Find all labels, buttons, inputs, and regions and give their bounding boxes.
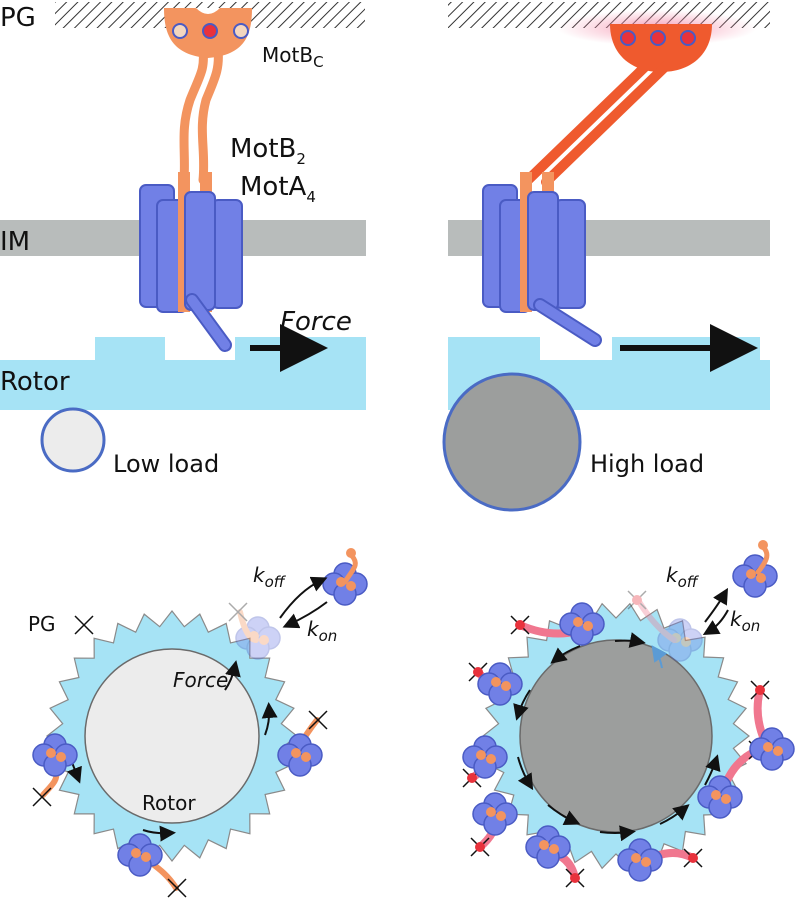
mota-cylinder-4 [184, 191, 216, 311]
motb-linker-left-2 [197, 45, 223, 185]
bound-stator-right-4 [472, 792, 518, 836]
motbc-bead-left-3 [233, 23, 249, 39]
pg-label-bottom: PG [28, 612, 56, 636]
motbc-bead-right-1 [620, 30, 636, 46]
im-label: IM [0, 227, 30, 257]
bound-stator-left-1 [32, 733, 78, 807]
mota-cylinder-2 [211, 199, 243, 309]
motb-linker-right-1 [523, 57, 655, 185]
motbc-bead-left-2 [202, 23, 218, 39]
motbc-bead-right-2 [650, 30, 666, 46]
rotor-label-bottom: Rotor [142, 791, 196, 815]
force-label-bottom: Force [173, 668, 228, 692]
low-load-circle [40, 407, 106, 473]
mota4-label: MotA4 [240, 172, 316, 206]
detaching-stator-left [228, 602, 281, 660]
motbc-bead-right-3 [680, 30, 696, 46]
low-load-label: Low load [113, 450, 219, 478]
pg-anchor-dot [570, 873, 580, 883]
pg-label: PG [0, 3, 36, 33]
pg-anchor-dot [688, 853, 698, 863]
bound-stator-left-2 [277, 710, 328, 777]
top-left-panel: PG IM Rotor MotBC MotB2 MotA4 Force Low … [0, 2, 366, 478]
free-stator-right [732, 540, 778, 598]
koff-label-left: koff [253, 563, 287, 591]
bound-stator-right-8 [749, 727, 795, 771]
right-stators [462, 602, 795, 888]
kon-label-right: kon [730, 607, 760, 635]
pg-anchor-dot [473, 667, 483, 677]
pg-anchor-dot [515, 620, 525, 630]
koff-label-right: koff [666, 563, 700, 591]
motbc-bead-left-1 [172, 23, 188, 39]
rotor-label: Rotor [0, 367, 70, 397]
bottom-left-panel: Force Rotor PG koff kon [28, 548, 368, 898]
detaching-stator-right [627, 590, 703, 662]
motb2-label: MotB2 [230, 134, 306, 168]
pg-anchor-dot [475, 842, 485, 852]
kon-label-left: kon [307, 617, 337, 645]
rotor-track-left [0, 337, 366, 410]
rotor-core-right [519, 639, 713, 833]
motb-linker-left-1 [179, 45, 208, 185]
free-stator-left [322, 548, 368, 606]
pg-anchor-dot [467, 773, 477, 783]
pg-anchor-dot [755, 685, 765, 695]
motbc-label: MotBC [262, 43, 324, 71]
motb-linker-right-2 [541, 59, 673, 187]
high-load-circle [442, 372, 582, 512]
force-label-top: Force [280, 307, 352, 337]
bottom-right-panel: koff kon [462, 540, 795, 888]
top-right-panel: High load [442, 2, 770, 512]
high-load-label: High load [590, 450, 704, 478]
bound-stator-left-3 [117, 833, 187, 898]
pg-cross-icon [74, 615, 94, 635]
rotor-core-left [84, 648, 260, 824]
